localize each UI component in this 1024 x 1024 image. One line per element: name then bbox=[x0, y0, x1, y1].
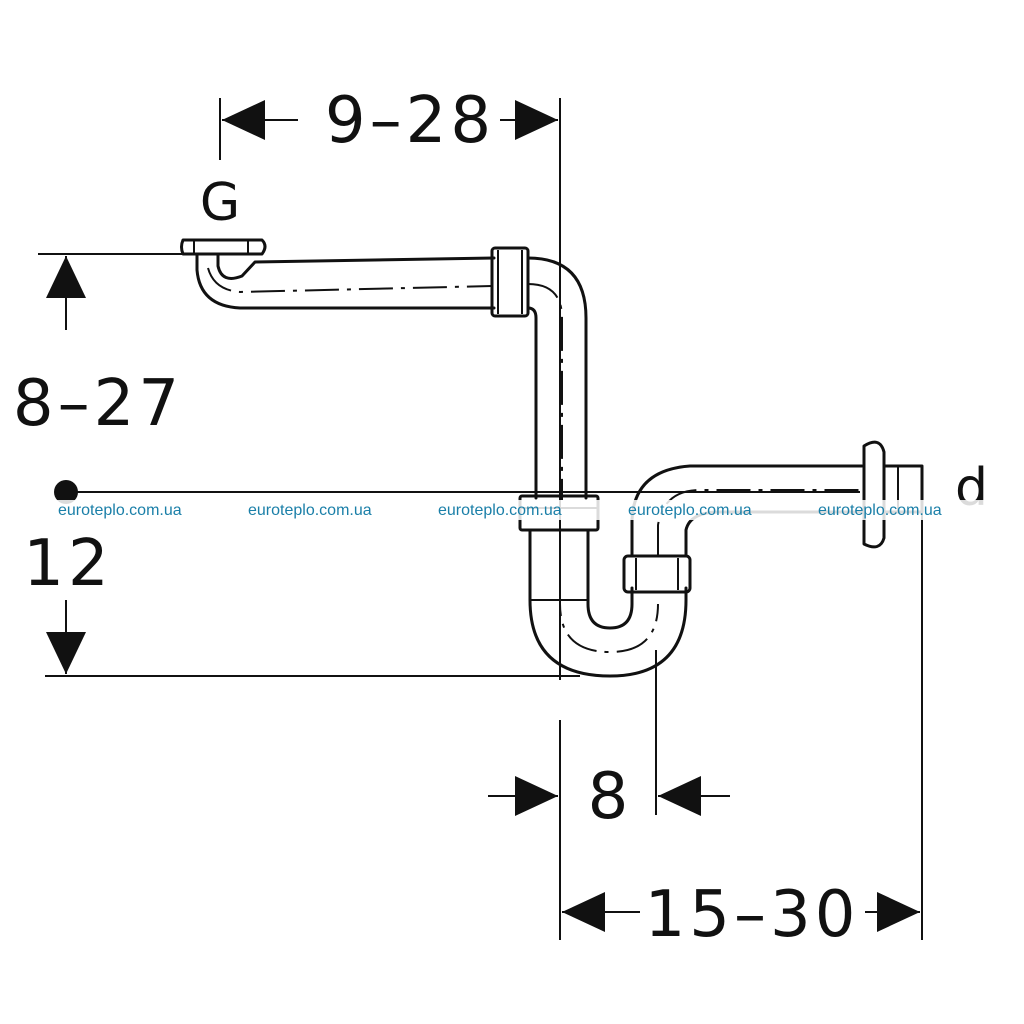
arrow-left-15-30 bbox=[562, 892, 605, 932]
dimension-9-28-label: 9–28 bbox=[325, 84, 495, 158]
watermark-text-4: euroteplo.com.ua bbox=[628, 502, 752, 519]
watermark-text-1: euroteplo.com.ua bbox=[58, 502, 182, 519]
dimension-arrows bbox=[46, 100, 920, 932]
reference-point-dot bbox=[54, 480, 78, 504]
arrow-up-8-27 bbox=[46, 256, 86, 298]
watermark-text-3: euroteplo.com.ua bbox=[438, 502, 562, 519]
dimension-12-label: 12 bbox=[23, 527, 112, 601]
trap-body bbox=[528, 528, 692, 678]
watermark-text-5: euroteplo.com.ua bbox=[818, 502, 942, 519]
arrow-right-8 bbox=[515, 776, 558, 816]
arrow-down-12 bbox=[46, 632, 86, 674]
arrow-right-9-28 bbox=[515, 100, 558, 140]
dimension-8-label: 8 bbox=[588, 760, 633, 834]
watermark-strip: euroteplo.com.ua euroteplo.com.ua eurote… bbox=[0, 500, 1024, 520]
inlet-label-g: G bbox=[200, 173, 240, 233]
extension-lines bbox=[38, 98, 923, 940]
outlet-pipe bbox=[630, 440, 924, 558]
arrow-left-9-28 bbox=[222, 100, 265, 140]
arrow-left-8 bbox=[658, 776, 701, 816]
watermark-text-2: euroteplo.com.ua bbox=[248, 502, 372, 519]
arrow-right-15-30 bbox=[877, 892, 920, 932]
dimension-15-30-label: 15–30 bbox=[645, 878, 860, 952]
dimension-8-27-label: 8–27 bbox=[13, 367, 183, 441]
inlet-pipe bbox=[180, 238, 588, 500]
